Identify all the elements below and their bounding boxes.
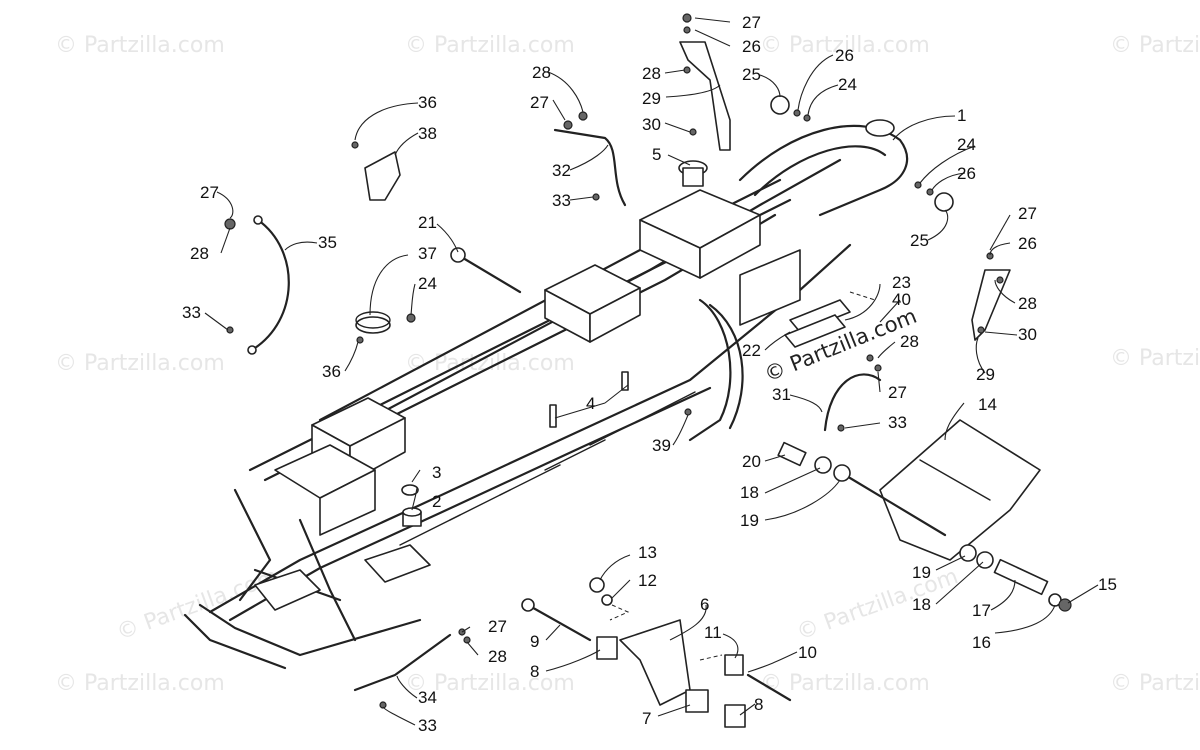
callout-32: 32 xyxy=(552,161,571,180)
callout-6: 6 xyxy=(700,595,709,614)
callout-7: 7 xyxy=(642,709,651,728)
callout-37: 37 xyxy=(418,244,437,263)
callout-40: 40 xyxy=(892,290,911,309)
callout-27: 27 xyxy=(200,183,219,202)
watermark: © Partzilla.com xyxy=(794,564,962,646)
callout-26: 26 xyxy=(742,37,761,56)
callout-20: 20 xyxy=(742,452,761,471)
callout-33: 33 xyxy=(888,413,907,432)
callout-28: 28 xyxy=(1018,294,1037,313)
callout-33: 33 xyxy=(182,303,201,322)
callout-34: 34 xyxy=(418,688,437,707)
callout-25: 25 xyxy=(910,231,929,250)
callout-12: 12 xyxy=(638,571,657,590)
callout-9: 9 xyxy=(530,632,539,651)
callout-33: 33 xyxy=(552,191,571,210)
callout-31: 31 xyxy=(772,385,791,404)
callout-18: 18 xyxy=(912,595,931,614)
callout-27: 27 xyxy=(742,13,761,32)
watermark: © Partzilla.com xyxy=(760,671,930,696)
callout-26: 26 xyxy=(835,46,854,65)
callout-30: 30 xyxy=(642,115,661,134)
callout-30: 30 xyxy=(1018,325,1037,344)
callout-22: 22 xyxy=(742,341,761,360)
callout-21: 21 xyxy=(418,213,437,232)
callout-19: 19 xyxy=(740,511,759,530)
watermark: © Partzilla.com xyxy=(55,33,225,58)
callout-24: 24 xyxy=(838,75,857,94)
callout-26: 26 xyxy=(957,164,976,183)
watermark-layer: © Partzilla.com © Partzilla.com © Partzi… xyxy=(55,33,1200,696)
callout-labels: 1 2 3 4 5 6 7 8 8 9 10 11 12 13 14 15 16… xyxy=(182,13,1117,735)
watermark: © Partzilla.com xyxy=(760,33,930,58)
callout-33: 33 xyxy=(418,716,437,735)
callout-28: 28 xyxy=(900,332,919,351)
callout-27: 27 xyxy=(888,383,907,402)
leader-lines xyxy=(204,17,1099,726)
callout-11: 11 xyxy=(704,623,722,642)
callout-38: 38 xyxy=(418,124,437,143)
watermark: © Partzilla.com xyxy=(405,33,575,58)
watermark: © Partzilla.com xyxy=(55,351,225,376)
callout-29: 29 xyxy=(642,89,661,108)
callout-26: 26 xyxy=(1018,234,1037,253)
callout-24: 24 xyxy=(957,135,976,154)
callout-8: 8 xyxy=(754,695,763,714)
callout-23: 23 xyxy=(892,273,911,292)
watermark: © Partzilla.com xyxy=(55,671,225,696)
callout-3: 3 xyxy=(432,463,441,482)
callout-28: 28 xyxy=(488,647,507,666)
callout-15: 15 xyxy=(1098,575,1117,594)
frame-assembly xyxy=(183,119,909,670)
watermark: © Partzilla.com xyxy=(1110,671,1200,696)
callout-25: 25 xyxy=(742,65,761,84)
callout-2: 2 xyxy=(432,492,441,511)
callout-8: 8 xyxy=(530,662,539,681)
callout-39: 39 xyxy=(652,436,671,455)
callout-24: 24 xyxy=(418,274,437,293)
callout-10: 10 xyxy=(798,643,817,662)
callout-27: 27 xyxy=(1018,204,1037,223)
callout-36: 36 xyxy=(418,93,437,112)
small-parts xyxy=(224,13,1072,728)
callout-16: 16 xyxy=(972,633,991,652)
callout-28: 28 xyxy=(532,63,551,82)
callout-36: 36 xyxy=(322,362,341,381)
callout-4: 4 xyxy=(586,394,595,413)
callout-28: 28 xyxy=(190,244,209,263)
callout-13: 13 xyxy=(638,543,657,562)
callout-5: 5 xyxy=(652,145,661,164)
callout-28: 28 xyxy=(642,64,661,83)
callout-27: 27 xyxy=(530,93,549,112)
callout-19: 19 xyxy=(912,563,931,582)
callout-18: 18 xyxy=(740,483,759,502)
callout-27: 27 xyxy=(488,617,507,636)
callout-17: 17 xyxy=(972,601,991,620)
callout-1: 1 xyxy=(957,106,966,125)
watermark: © Partzilla.com xyxy=(1110,33,1200,58)
watermark: © Partzilla.com xyxy=(1110,346,1200,371)
watermark: © Partzilla.com xyxy=(405,671,575,696)
callout-14: 14 xyxy=(978,395,997,414)
callout-29: 29 xyxy=(976,365,995,384)
callout-35: 35 xyxy=(318,233,337,252)
